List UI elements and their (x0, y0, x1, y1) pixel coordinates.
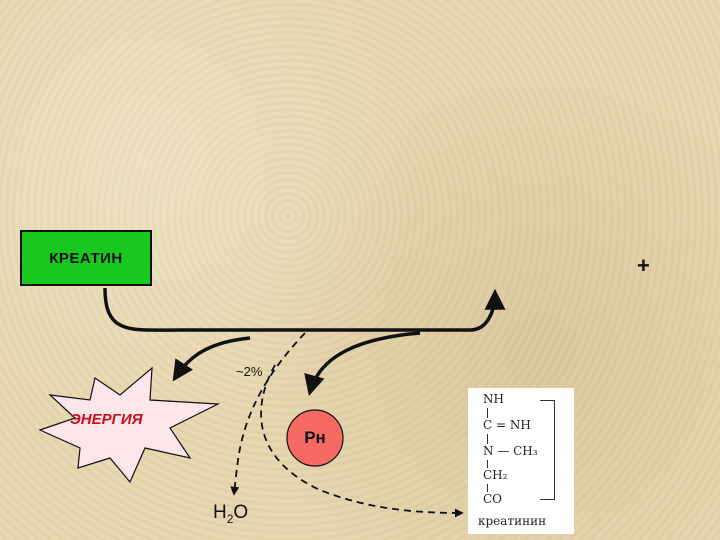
formula-bond (487, 484, 488, 492)
main-reaction-line (103, 287, 506, 332)
water-o: O (233, 502, 249, 523)
water-label: H2O (213, 502, 248, 526)
energy-label: ЭНЕРГИЯ (70, 411, 143, 428)
kreatin-box: КРЕАТИН (20, 230, 152, 286)
plus-sign: + (637, 253, 650, 278)
pn-label: Рн (304, 428, 326, 447)
pn-circle (286, 409, 344, 467)
formula-bond (487, 434, 488, 444)
formula-bond (487, 460, 488, 468)
formula-row-c-nh: C = NH (483, 418, 531, 432)
kreatin-label: КРЕАТИН (49, 249, 123, 267)
arrow-to-pn (304, 331, 421, 397)
water-h: H (213, 502, 227, 523)
formula-row-n-ch3: N — CH₃ (483, 444, 538, 458)
arrow-to-energy (172, 336, 251, 382)
water-sub: 2 (226, 511, 234, 526)
kreatinin-formula-card: NH C = NH N — CH₃ CH₂ CO креатинин (468, 388, 574, 534)
dashed-arrow-to-kreatinin (260, 364, 464, 518)
formula-row-nh: NH (483, 392, 504, 406)
kreatinin-caption: креатинин (478, 514, 547, 528)
dashed-arrow-to-water (230, 332, 306, 496)
formula-ring-bracket (540, 400, 555, 500)
formula-row-co: CO (483, 492, 503, 506)
percent-label: ~2% (236, 364, 263, 379)
formula-bond (487, 408, 488, 418)
formula-row-ch2: CH₂ (483, 468, 508, 482)
energy-burst-shape (38, 366, 221, 484)
